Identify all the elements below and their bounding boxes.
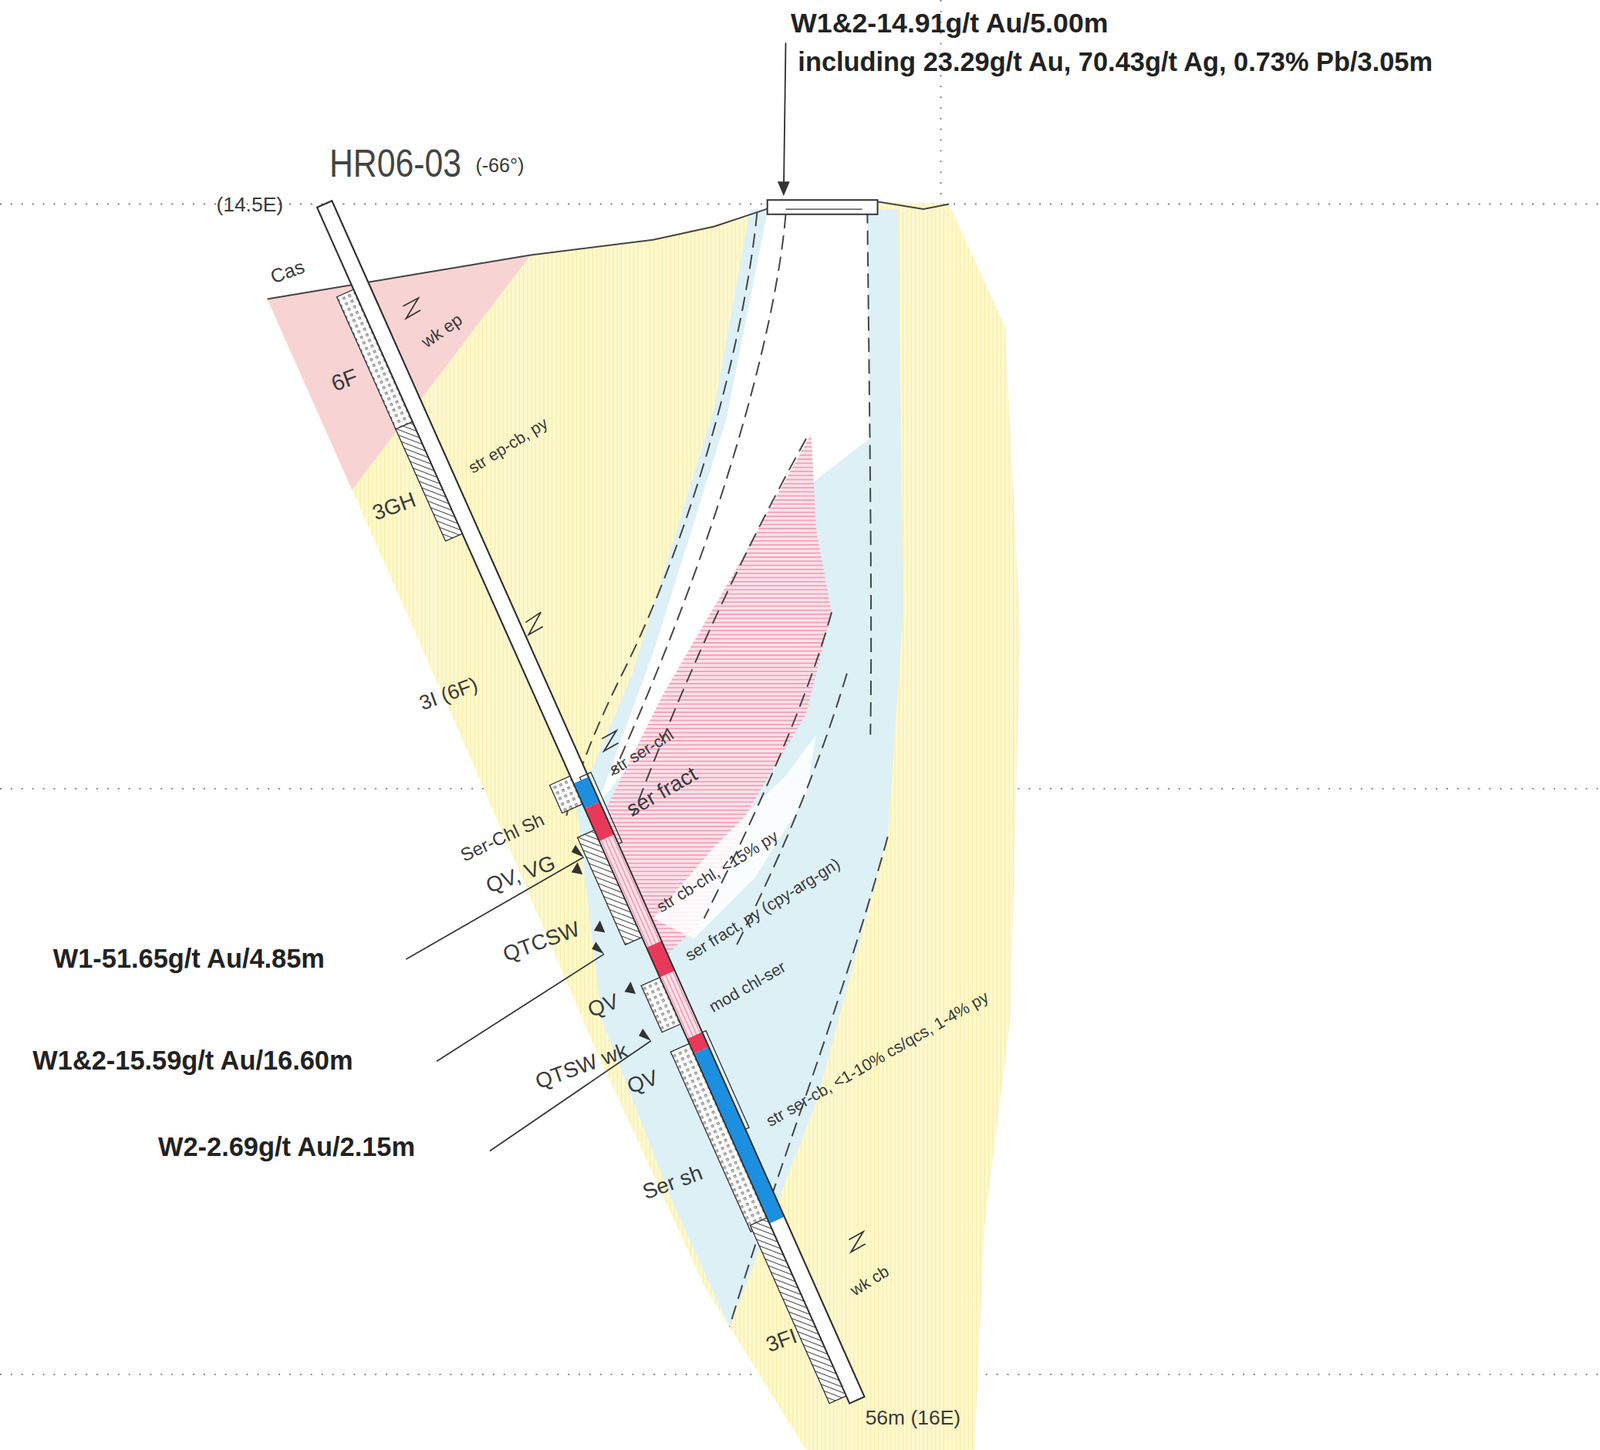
assay-callout: W1&2-15.59g/t Au/16.60m [32, 1046, 353, 1076]
geology-label: (-66°) [475, 155, 524, 177]
geology-label: HR06-03 [329, 142, 462, 186]
assay-callout: including 23.29g/t Au, 70.43g/t Ag, 0.73… [797, 47, 1433, 78]
geology-label: 56m (16E) [865, 1406, 961, 1429]
assay-callout: W2-2.69g/t Au/2.15m [158, 1132, 416, 1162]
geology-label: (14.5E) [216, 193, 284, 217]
assay-callout: W1-51.65g/t Au/4.85m [53, 944, 325, 974]
geology-label: Cas [267, 255, 308, 287]
assay-callout: W1&2-14.91g/t Au/5.00m [790, 8, 1108, 39]
